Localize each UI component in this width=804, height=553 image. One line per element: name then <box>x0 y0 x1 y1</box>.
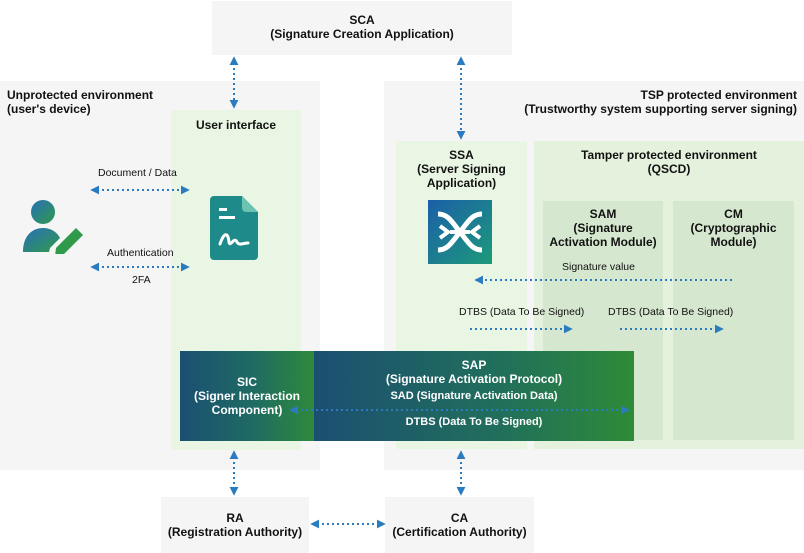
sam-title: SAM <box>589 207 617 221</box>
tsp-title: TSP protected environment <box>640 88 797 102</box>
sap-sad-label: SAD (Signature Activation Data) <box>390 390 558 402</box>
sam-subtitle-2: Activation Module) <box>549 235 657 249</box>
ssa-subtitle-2: Application) <box>426 176 497 190</box>
signature-value-label: Signature value <box>562 261 635 273</box>
cm-module: CM (Cryptographic Module) <box>673 201 794 440</box>
unprotected-subtitle: (user's device) <box>7 102 91 116</box>
sam-subtitle-1: (Signature <box>573 221 633 235</box>
ra-subtitle: (Registration Authority) <box>167 525 303 539</box>
ca-title: CA <box>450 511 469 525</box>
cm-title: CM <box>724 207 743 221</box>
tamper-title: Tamper protected environment <box>581 148 757 162</box>
sap-dtbs-label: DTBS (Data To Be Signed) <box>405 416 543 428</box>
sap-box: SAP (Signature Activation Protocol) SAD … <box>314 351 634 441</box>
ra-title: RA <box>226 511 244 525</box>
tamper-subtitle: (QSCD) <box>647 162 691 176</box>
sap-title: SAP <box>461 358 487 372</box>
ca-box: CA (Certification Authority) <box>385 497 534 553</box>
sca-title: SCA <box>349 13 375 27</box>
document-data-label: Document / Data <box>98 167 177 179</box>
user-edit-icon <box>23 200 83 254</box>
twofa-label: 2FA <box>132 274 151 286</box>
sic-subtitle-2: Component) <box>211 403 283 417</box>
dtbs-ssa-label: DTBS (Data To Be Signed) <box>459 306 585 318</box>
sic-title: SIC <box>236 375 257 389</box>
user-interface-title: User interface <box>195 118 277 132</box>
tsp-subtitle: (Trustworthy system supporting server si… <box>524 102 797 116</box>
ssa-title: SSA <box>449 148 474 162</box>
sca-subtitle: (Signature Creation Application) <box>270 27 454 41</box>
sap-subtitle: (Signature Activation Protocol) <box>385 372 563 386</box>
cm-subtitle-1: (Cryptographic <box>690 221 777 235</box>
sca-box: SCA (Signature Creation Application) <box>212 1 512 55</box>
sic-box: SIC (Signer Interaction Component) <box>180 351 314 441</box>
ca-subtitle: (Certification Authority) <box>392 525 527 539</box>
unprotected-title: Unprotected environment <box>7 88 154 102</box>
cm-subtitle-2: Module) <box>710 235 757 249</box>
signed-document-icon <box>210 196 258 260</box>
dtbs-sam-label: DTBS (Data To Be Signed) <box>608 306 734 318</box>
ssa-subtitle-1: (Server Signing <box>417 162 506 176</box>
authentication-label: Authentication <box>107 247 174 259</box>
ra-box: RA (Registration Authority) <box>161 497 309 553</box>
ssa-logo-icon <box>428 200 492 264</box>
sic-subtitle-1: (Signer Interaction <box>193 389 300 403</box>
